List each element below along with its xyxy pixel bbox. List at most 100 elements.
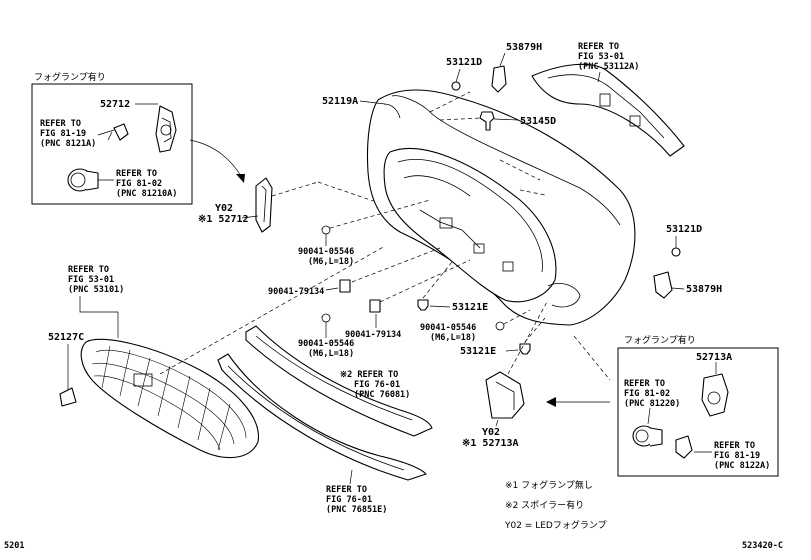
ref-line: FIG 81-19 — [714, 451, 760, 461]
clip-53121D-right: 53121D — [666, 224, 702, 257]
footer-left-code: 5201 — [4, 541, 24, 551]
reflector-label-y02: Y02 — [482, 427, 500, 438]
part-number-52119A: 52119A — [322, 96, 358, 107]
spoiler-76081: ※2 REFER TO FIG 76-01 (PNC 76081) — [245, 325, 433, 437]
clip-icon — [451, 81, 461, 91]
bracket-53879H-right: 53879H — [653, 271, 722, 299]
grille-panel — [80, 338, 260, 459]
part-number-53121E: 53121E — [452, 302, 488, 313]
reflector-left: Y02 ※1 52712 — [198, 177, 386, 233]
bolt-icon — [495, 321, 505, 331]
fog-lamp-bezel-icon — [701, 373, 729, 417]
arrow-icon — [189, 139, 243, 179]
fog-lamp-heading-left: フォグランプ有り — [34, 71, 106, 83]
ref-line: FIG 76-01 — [354, 380, 400, 390]
ref-line: (PNC 8122A) — [714, 461, 770, 471]
fastener-label: 90041-05546 — [420, 323, 476, 333]
bumper-cover-52119A: 52119A — [322, 89, 636, 326]
part-number-52127C: 52127C — [48, 332, 84, 343]
reflector-right: Y02 ※1 52713A — [462, 299, 611, 449]
ref-line: FIG 76-01 — [326, 495, 372, 505]
fog-lamp-group-left: フォグランプ有り 52712 REFER TO FIG 81-19 (PNC 8… — [31, 71, 245, 205]
ref-line: FIG 53-01 — [68, 275, 114, 285]
ref-line: (PNC 76081) — [354, 390, 410, 400]
clip-icon — [369, 299, 381, 313]
grille-end-icon — [59, 387, 77, 407]
ref-line: REFER TO — [326, 485, 367, 495]
ref-line: FIG 81-02 — [624, 389, 670, 399]
part-number-53145D: 53145D — [520, 116, 556, 127]
legend-note-1: ※1 フォグランプ無し — [505, 479, 593, 491]
bolt-icon — [321, 313, 331, 323]
part-number-53879H: 53879H — [506, 42, 542, 53]
reflector-icon — [255, 177, 273, 233]
fog-lamp-box-left — [31, 83, 193, 205]
fastener-bolt-a: 90041-05546 (M6,L=18) — [298, 199, 431, 267]
clip-icon — [671, 247, 681, 257]
reflector-label-52712: ※1 52712 — [198, 214, 249, 225]
legend-note-3: Y02 = LEDフォグランプ — [504, 519, 607, 531]
ref-line: FIG 81-02 — [116, 179, 162, 189]
ref-line: ※2 REFER TO — [340, 370, 398, 380]
ref-line: REFER TO — [624, 379, 665, 389]
ref-line: REFER TO — [40, 119, 81, 129]
legend: ※1 フォグランプ無し ※2 スポイラー有り Y02 = LEDフォグランプ — [504, 479, 607, 531]
clip-icon — [339, 279, 351, 293]
upper-bracket-icon — [531, 63, 685, 157]
fastener-clip-a: 90041-79134 — [268, 247, 441, 297]
push-pin-icon — [479, 111, 495, 131]
ref-line: (PNC 76851E) — [326, 505, 387, 515]
ref-line: (PNC 53101) — [68, 285, 124, 295]
bracket-icon — [653, 271, 673, 299]
part-number-52713A-box: 52713A — [696, 352, 732, 363]
ref-line: (PNC 53112A) — [578, 62, 639, 72]
fastener-label: 90041-05546 — [298, 339, 354, 349]
ref-line: (PNC 81210A) — [116, 189, 177, 199]
fog-bulb-icon — [675, 435, 693, 459]
fastener-bolt-c: 90041-05546 (M6,L=18) — [420, 309, 531, 343]
molding-icon — [217, 353, 427, 481]
part-number-52712-box: 52712 — [100, 99, 130, 110]
ref-line: (PNC 8121A) — [40, 139, 96, 149]
part-number-53121D: 53121D — [666, 224, 702, 235]
fog-lamp-box-right — [617, 347, 779, 477]
ref-line: (PNC 81220) — [624, 399, 680, 409]
grille-52127C: REFER TO FIG 53-01 (PNC 53101) 52127C — [48, 245, 386, 459]
bracket-icon — [491, 65, 507, 93]
ref-line: REFER TO — [116, 169, 157, 179]
ref-line: REFER TO — [578, 42, 619, 52]
ref-line: REFER TO — [68, 265, 109, 275]
bracket-53879H-top: 53879H — [491, 42, 542, 93]
legend-note-2: ※2 スポイラー有り — [505, 499, 584, 511]
fastener-bolt-b: 90041-05546 (M6,L=18) — [298, 313, 354, 359]
ref-line: REFER TO — [714, 441, 755, 451]
molding-76851E: REFER TO FIG 76-01 (PNC 76851E) — [217, 353, 427, 515]
part-number-53121E: 53121E — [460, 346, 496, 357]
fastener-53145D: 53145D — [479, 111, 556, 131]
screw-icon — [417, 299, 429, 311]
fastener-label: 90041-05546 — [298, 247, 354, 257]
fastener-clip-b: 90041-79134 — [345, 259, 471, 340]
reflector-label-y02: Y02 — [215, 203, 233, 214]
spoiler-icon — [245, 325, 433, 437]
reflector-icon — [485, 371, 525, 419]
part-number-53121D: 53121D — [446, 57, 482, 68]
fastener-label: (M6,L=18) — [308, 257, 354, 267]
fog-bulb-icon — [113, 123, 129, 141]
fastener-label: 90041-79134 — [345, 330, 401, 340]
fastener-label: (M6,L=18) — [308, 349, 354, 359]
part-number-53879H: 53879H — [686, 284, 722, 295]
fastener-53121E-a: 53121E — [417, 261, 488, 313]
ref-line: FIG 53-01 — [578, 52, 624, 62]
footer-right-code: 523420-C — [742, 541, 783, 551]
fog-lamp-group-right: フォグランプ有り 52713A REFER TO FIG 81-02 (PNC … — [617, 334, 779, 477]
fastener-label: (M6,L=18) — [430, 333, 476, 343]
bolt-icon — [321, 225, 331, 235]
fog-lamp-bezel-icon — [155, 105, 177, 153]
ref-line: FIG 81-19 — [40, 129, 86, 139]
bracket-upper-right: REFER TO FIG 53-01 (PNC 53112A) — [531, 42, 685, 157]
clip-53121D-top: 53121D — [446, 57, 482, 91]
fog-lamp-heading-right: フォグランプ有り — [624, 334, 696, 346]
fastener-label: 90041-79134 — [268, 287, 324, 297]
